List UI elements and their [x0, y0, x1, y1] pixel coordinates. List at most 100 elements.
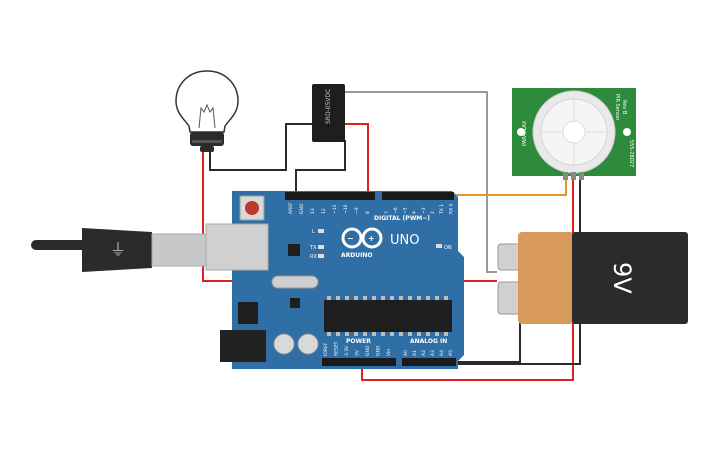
battery-body [572, 232, 688, 324]
chip-pin [354, 296, 358, 300]
header-pin-label: Vin [386, 349, 392, 356]
header-analog[interactable] [402, 358, 456, 366]
small-chip [290, 298, 300, 308]
crystal-oscillator [271, 275, 319, 289]
header-pin-label: 2 [430, 211, 436, 214]
usb-connector-metal [151, 233, 209, 267]
header-pin-label: A0 [403, 350, 409, 356]
header-pin-label: ~9 [354, 207, 360, 214]
chip-pin [327, 332, 331, 336]
small-chip [288, 244, 300, 256]
header-top-left[interactable] [285, 192, 375, 200]
header-pin-label: GND [376, 345, 382, 356]
led-rx-label: RX [310, 254, 317, 260]
battery-label: 9V [608, 262, 636, 294]
header-pin-label: 13 [310, 208, 316, 214]
pir-pin[interactable] [579, 172, 584, 180]
battery-9v[interactable]: 9V [497, 232, 688, 324]
chip-pin [390, 332, 394, 336]
chip-pin [372, 296, 376, 300]
chip-pin [408, 296, 412, 300]
header-power[interactable] [322, 358, 396, 366]
header-pin-label: ~3 [421, 207, 427, 214]
chip-pin [426, 332, 430, 336]
on-label: ON [444, 245, 452, 251]
header-pin-label: ~6 [393, 207, 399, 214]
chip-pin [390, 296, 394, 300]
chip-pin [363, 296, 367, 300]
chip-pin [336, 296, 340, 300]
chip-pin [345, 332, 349, 336]
pir-dome-center [562, 120, 586, 144]
header-pin-label: 5V [355, 349, 361, 356]
header-top-right[interactable] [382, 192, 454, 200]
header-pin-label: IOREF [323, 342, 329, 356]
bulb-base-ring [192, 140, 222, 143]
led-l [318, 229, 324, 233]
chip-pin [372, 332, 376, 336]
microcontroller-pins [327, 296, 448, 336]
capacitor [273, 333, 295, 355]
header-pin-label: A5 [448, 350, 454, 356]
header-pin-label: 8 [365, 211, 371, 214]
battery-terminal-neg[interactable] [497, 243, 521, 271]
chip-pin [399, 332, 403, 336]
chip-pin [444, 332, 448, 336]
pir-title-line1: PIR Sensor [614, 94, 620, 122]
wire-black-relay-gnd[interactable] [295, 140, 346, 195]
battery-copper-top [518, 232, 574, 324]
usb-symbol-icon: ⏚ [110, 240, 126, 259]
bulb-tip [200, 146, 214, 152]
led-rx [318, 254, 324, 258]
relay[interactable]: SRD-05VDC [312, 84, 345, 142]
wire-gray-relay-battery[interactable] [345, 91, 497, 273]
header-pin-label: A3 [430, 350, 436, 356]
reset-button-cap[interactable] [245, 201, 259, 215]
bulb-base-icon [190, 132, 224, 146]
header-pin-label: GND [299, 203, 305, 214]
wire-black-bulb-relay[interactable] [209, 123, 312, 171]
voltage-regulator [238, 302, 258, 324]
header-pin-label: A4 [439, 350, 445, 356]
light-bulb[interactable] [175, 70, 239, 152]
chip-pin [435, 296, 439, 300]
wire-orange-pir-signal[interactable] [432, 175, 567, 196]
microcontroller-chip [324, 300, 452, 332]
bulb-glass-icon [175, 70, 239, 133]
pir-part-no: 555-28027 [628, 140, 634, 167]
header-pin-label: 4 [412, 211, 418, 214]
chip-pin [327, 296, 331, 300]
bulb-filament-icon [198, 103, 216, 129]
pir-title-line2: Rev B [621, 100, 627, 115]
usb-cable[interactable]: ⏚ [31, 228, 209, 272]
header-pin-label: RESET [334, 341, 340, 356]
svg-text:−: − [347, 234, 354, 243]
header-pin-label: TX 1 [439, 204, 445, 215]
chip-pin [345, 296, 349, 300]
chip-pin [426, 296, 430, 300]
analog-label: ANALOG IN [410, 338, 447, 345]
on-led [436, 244, 442, 248]
header-pin-label: A1 [412, 350, 418, 356]
chip-pin [381, 332, 385, 336]
power-label: POWER [346, 338, 371, 345]
usb-plug-body [82, 228, 152, 272]
wire-red-relay-pin[interactable] [345, 123, 369, 195]
header-pin-label: ~10 [343, 204, 349, 214]
pir-dome-lines [541, 99, 607, 165]
chip-pin [354, 332, 358, 336]
pir-mount-hole [623, 128, 631, 136]
battery-terminal-pos[interactable] [497, 281, 521, 315]
brand-label: ARDUINO [341, 252, 372, 259]
pir-sensor[interactable]: PARALLAX PIR Sensor Rev B 555-28027 [512, 88, 636, 180]
pir-pin[interactable] [571, 172, 576, 180]
capacitor [297, 333, 319, 355]
pir-pin[interactable] [563, 172, 568, 180]
chip-pin [444, 296, 448, 300]
arduino-logo-icon: − + [341, 227, 383, 249]
header-pin-label: GND [365, 345, 371, 356]
chip-pin [408, 332, 412, 336]
